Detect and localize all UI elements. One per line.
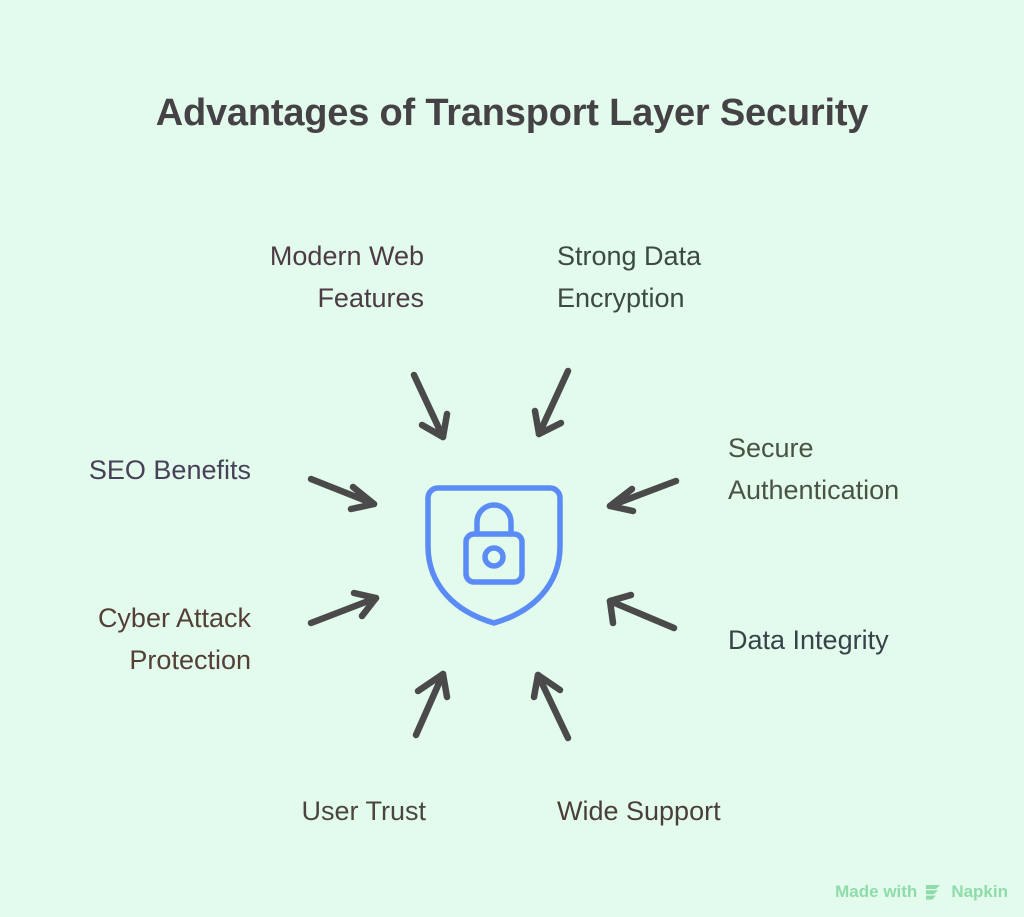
arrow-seo-benefits xyxy=(307,475,378,513)
arrow-secure-authentication xyxy=(606,477,680,515)
center-icon-container xyxy=(420,478,568,628)
arrow-user-trust xyxy=(412,670,451,739)
arrow-wide-support xyxy=(530,671,572,742)
node-label-seo-benefits: SEO Benefits xyxy=(88,455,251,485)
watermark: Made with Napkin xyxy=(835,882,1008,902)
arrow-modern-web-features xyxy=(410,371,451,441)
shield-lock-icon xyxy=(425,485,563,626)
node-label-user-trust: User Trust xyxy=(301,796,426,826)
node-label-cyber-attack-protection: Cyber Attack Protection xyxy=(97,603,251,675)
arrow-strong-data-encryption xyxy=(531,367,572,438)
arrow-data-integrity xyxy=(606,591,678,632)
node-label-strong-data-encryption: Strong Data Encryption xyxy=(557,241,702,313)
node-label-modern-web-features: Modern Web Features xyxy=(269,241,424,313)
node-label-secure-authentication: Secure Authentication xyxy=(728,433,900,505)
node-label-data-integrity: Data Integrity xyxy=(728,625,889,655)
node-label-wide-support: Wide Support xyxy=(557,796,721,826)
arrow-cyber-attack-protection xyxy=(307,589,380,627)
page-title: Advantages of Transport Layer Security xyxy=(155,92,869,134)
watermark-prefix: Made with xyxy=(835,882,918,901)
napkin-logo-icon xyxy=(924,883,944,901)
watermark-brand: Napkin xyxy=(951,882,1008,901)
